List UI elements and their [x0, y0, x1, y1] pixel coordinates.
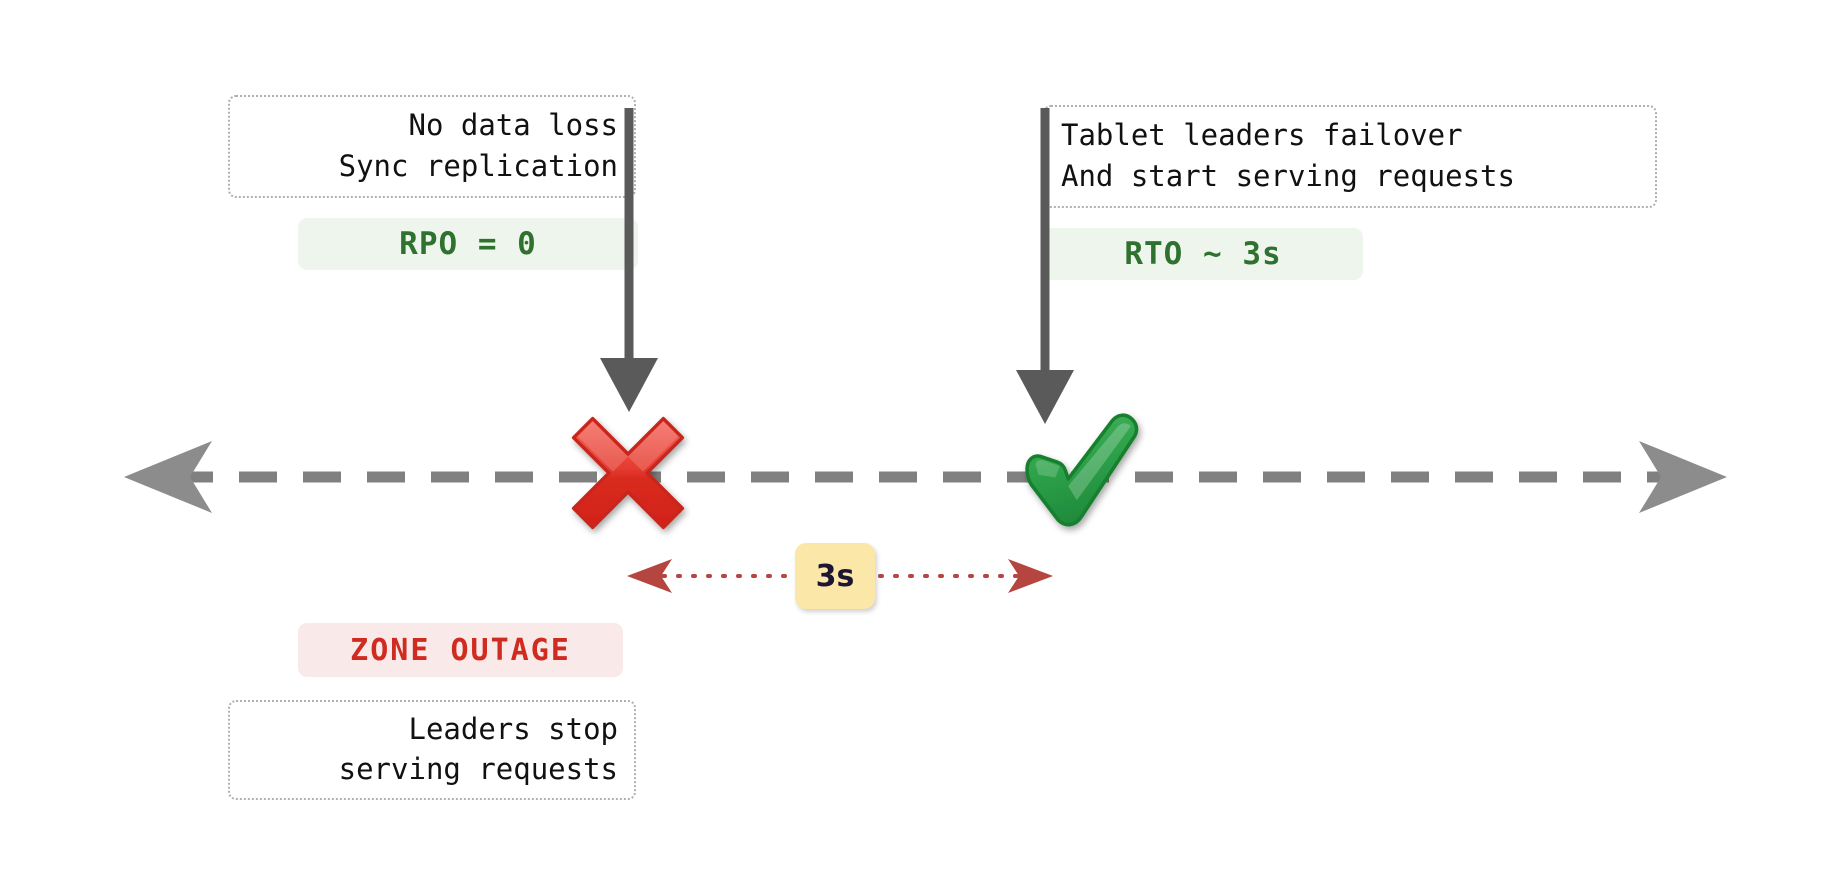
outage-note-box: Leaders stop serving requests [228, 700, 636, 800]
rto-metric-badge: RTO ~ 3s [1043, 228, 1363, 280]
duration-right-arrowhead [1008, 559, 1053, 593]
duration-left-arrowhead [627, 559, 672, 593]
rpo-note-line-2: Sync replication [338, 148, 618, 183]
rpo-note-box: No data loss Sync replication [228, 95, 636, 198]
rto-note-box: Tablet leaders failover And start servin… [1043, 105, 1657, 208]
outage-note-line-1: Leaders stop [408, 711, 618, 746]
timeline-right-arrowhead [1639, 441, 1727, 513]
duration-badge: 3s [795, 543, 875, 609]
rpo-note-line-1: No data loss [408, 108, 618, 143]
failure-marker-cross-icon [571, 416, 685, 530]
recovery-marker-check-icon [1025, 413, 1139, 527]
timeline-left-arrowhead [124, 441, 212, 513]
zone-outage-badge: ZONE OUTAGE [298, 623, 623, 677]
rpo-metric-badge: RPO = 0 [298, 218, 638, 270]
outage-note-line-2: serving requests [338, 752, 618, 786]
main-timeline [124, 441, 1727, 513]
rto-note-line-1: Tablet leaders failover [1061, 118, 1463, 153]
rto-note-line-2: And start serving requests [1061, 158, 1515, 193]
